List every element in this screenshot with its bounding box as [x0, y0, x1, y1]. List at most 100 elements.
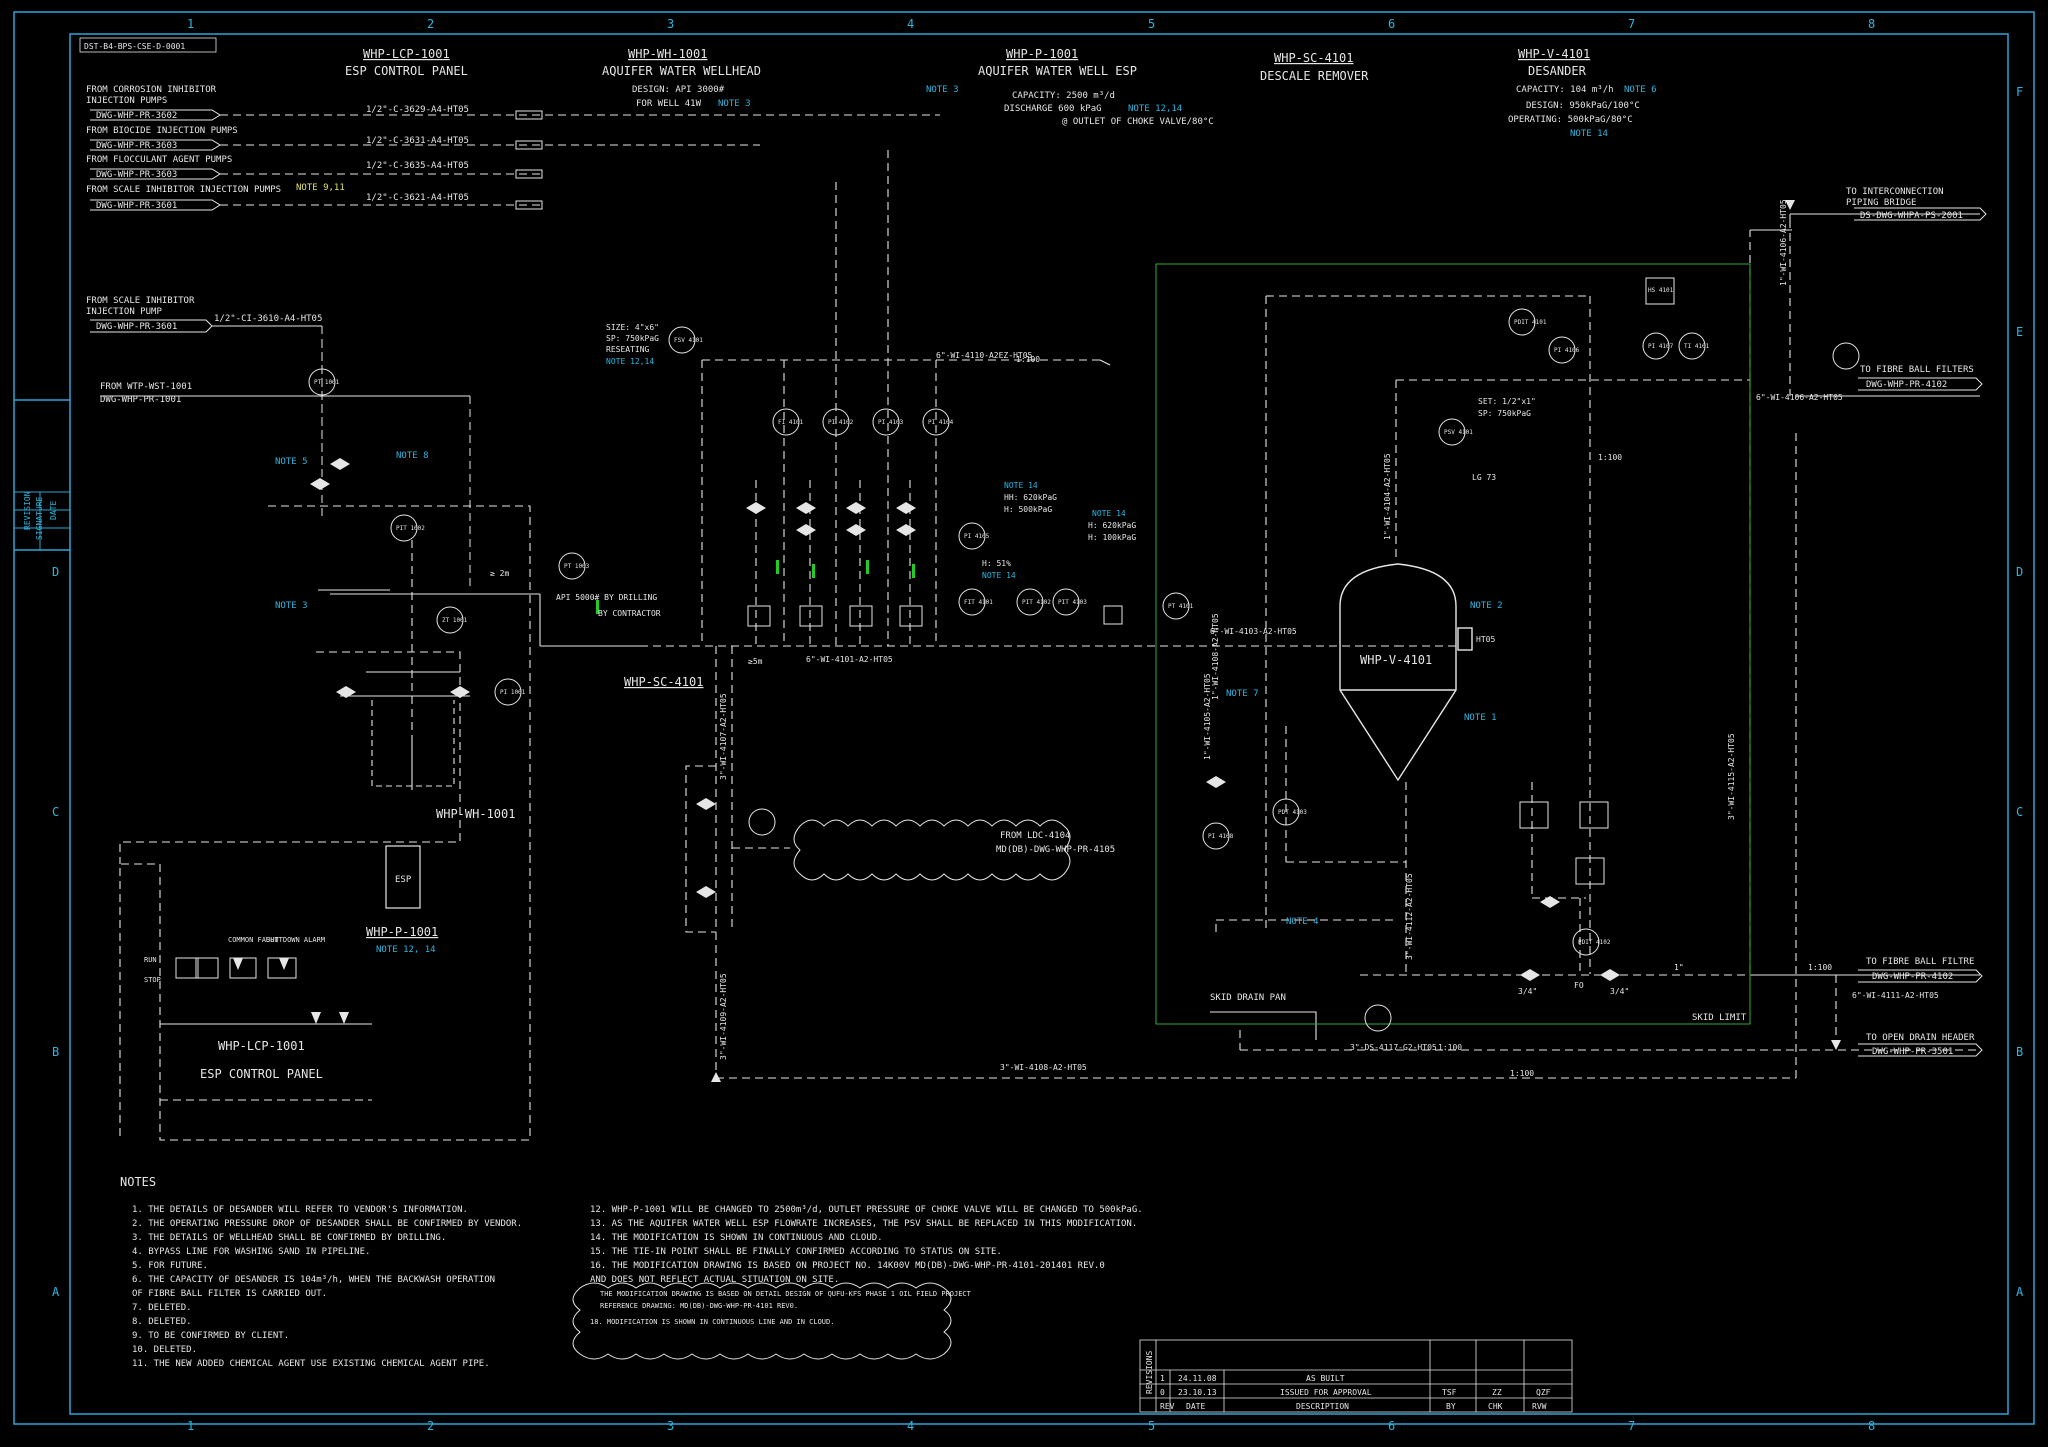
- rev0-chk: ZZ: [1492, 1388, 1502, 1397]
- rev0-desc: ISSUED FOR APPROVAL: [1280, 1388, 1372, 1397]
- notes-left: 1. THE DETAILS OF DESANDER WILL REFER TO…: [132, 1205, 522, 1369]
- rev0-date: 23.10.13: [1178, 1388, 1217, 1397]
- inst-pt-1001: PT 1001: [314, 379, 340, 386]
- green-indicators: [596, 560, 915, 614]
- header-esp-note3: NOTE 3: [926, 85, 959, 95]
- line-vert4: 3"-WI-4112-A2-HT05: [1405, 873, 1414, 960]
- rev1-date: 24.11.08: [1178, 1374, 1217, 1383]
- wellhead-tag: WHP-WH-1001: [436, 807, 515, 821]
- header-wh-title: AQUIFER WATER WELLHEAD: [602, 64, 761, 78]
- inst-hs-4101: HS 4101: [1648, 287, 1674, 294]
- line-vert1: 3"-WI-4109-A2-HT05: [719, 973, 728, 1060]
- note-right-16b: AND DOES NOT REFLECT ACTUAL SITUATION ON…: [590, 1275, 839, 1285]
- border-column-labels: 1 2 3 4 5 6 7 8 1 2 3 4 5 6 7 8: [187, 17, 1875, 1433]
- left-inlet-2-ref: DWG-WHP-PR-1001: [100, 395, 181, 405]
- header-wh-design: DESIGN: API 3000#: [632, 85, 725, 95]
- revision-table: [1139, 1339, 1573, 1413]
- outlet-1-ref: DS-DWG-WHPA-PS-2001: [1860, 211, 1963, 221]
- col-4-top: 4: [907, 17, 914, 31]
- header-v-title: DESANDER: [1528, 64, 1587, 78]
- note-left-7: 7. DELETED.: [132, 1303, 192, 1313]
- signal-arrows: [233, 200, 1841, 1082]
- panel-fault: COMMON FAULT: [228, 936, 279, 944]
- inlet-3-line: 1/2"-C-3635-A4-HT05: [366, 161, 469, 171]
- slope-2: 1:100: [1598, 453, 1622, 462]
- inst-pi-4104: PI 4104: [928, 419, 954, 426]
- outlet-1-label2: PIPING BRIDGE: [1846, 198, 1916, 208]
- inlet-1-label: FROM CORROSION INHIBITOR: [86, 85, 217, 95]
- drawing-border: [13, 11, 2035, 1425]
- inlet-2-label: FROM BIOCIDE INJECTION PUMPS: [86, 126, 238, 136]
- left-notes: NOTE 5 NOTE 8 NOTE 3: [275, 451, 429, 611]
- line-drain: 3"-WI-4108-A2-HT05: [1000, 1063, 1087, 1072]
- col-8-bottom: 8: [1868, 1419, 1875, 1433]
- inst-pt-4101: PT 4101: [1168, 603, 1194, 610]
- col-5-top: 5: [1148, 17, 1155, 31]
- left-inlets: FROM SCALE INHIBITOR INJECTION PUMP DWG-…: [86, 296, 322, 405]
- note-right-15: 15. THE TIE-IN POINT SHALL BE FINALLY CO…: [590, 1247, 1002, 1257]
- note-9-11: NOTE 9,11: [296, 183, 345, 193]
- header-wh-well: FOR WELL 41W: [636, 99, 702, 109]
- row-b-right: B: [2016, 1045, 2023, 1059]
- note-left-8: 8. DELETED.: [132, 1317, 192, 1327]
- inlet-1-label2: INJECTION PUMPS: [86, 96, 167, 106]
- notes-right: 12. WHP-P-1001 WILL BE CHANGED TO 2500m³…: [590, 1205, 1143, 1285]
- row-e-right: E: [2016, 325, 2023, 339]
- main-process-lines: [119, 150, 1980, 1141]
- line-numbers: 6"-WI-4101-A2-HT05 6"-WI-4103-A2-HT05 6"…: [719, 199, 1939, 1072]
- panel-stop: STOP: [144, 976, 161, 984]
- col-5-bottom: 5: [1148, 1419, 1155, 1433]
- outlet-3-label: TO FIBRE BALL FILTRE: [1866, 957, 1974, 967]
- left-note-3: NOTE 3: [275, 601, 308, 611]
- note14-b: NOTE 14: [982, 571, 1016, 580]
- note-4: NOTE 4: [1286, 917, 1319, 927]
- strip-signature: SIGNATURE: [35, 496, 44, 540]
- modification-cloud-ldc: [793, 819, 1071, 881]
- note-7: NOTE 7: [1226, 689, 1259, 699]
- inlet-2-ref: DWG-WHP-PR-3603: [96, 141, 177, 151]
- note-right-14: 14. THE MODIFICATION IS SHOWN IN CONTINU…: [590, 1233, 883, 1243]
- line-vert3: 1"-WI-4104-A2-HT05: [1383, 453, 1392, 540]
- esp-tag: WHP-P-1001: [366, 925, 438, 939]
- valve-symbols: [310, 458, 1620, 981]
- slope-3: 1:100: [1808, 963, 1832, 972]
- left-inlet-1-ref: DWG-WHP-PR-3601: [96, 322, 177, 332]
- note-2: NOTE 2: [1470, 601, 1503, 611]
- inlet-2-line: 1/2"-C-3631-A4-HT05: [366, 136, 469, 146]
- col-1-bottom: 1: [187, 1419, 194, 1433]
- note-left-6b: OF FIBRE BALL FILTER IS CARRIED OUT.: [132, 1289, 327, 1299]
- inlet-3-ref: DWG-WHP-PR-3603: [96, 170, 177, 180]
- slope-1: 1:100: [1016, 355, 1040, 364]
- esp-note: NOTE 12, 14: [376, 945, 436, 955]
- row-c-left: C: [52, 805, 59, 819]
- by-contractor: BY CONTRACTOR: [598, 609, 661, 618]
- note-left-5: 5. FOR FUTURE.: [132, 1261, 208, 1271]
- inst-pi-4108: PI 4108: [1208, 833, 1234, 840]
- header-esp-note12: NOTE 12,14: [1128, 104, 1182, 114]
- note-left-9: 9. TO BE CONFIRMED BY CLIENT.: [132, 1331, 289, 1341]
- pos-size: SIZE: 4"x6": [606, 323, 659, 332]
- header-v-capacity: CAPACITY: 104 m³/h: [1516, 85, 1614, 95]
- misc-labels: ≥ 2m ≥5m API 5000# BY DRILLING BY CONTRA…: [490, 323, 1832, 1078]
- cloud-note-2: REFERENCE DRAWING: MD(DB)-DWG-WHP-PR-410…: [600, 1302, 798, 1310]
- line-drain2: 3"-DS-4117-G2-HT05: [1350, 1043, 1437, 1052]
- line-vert5: 3"-WI-4115-A2-HT05: [1727, 733, 1736, 820]
- note-right-12: 12. WHP-P-1001 WILL BE CHANGED TO 2500m³…: [590, 1205, 1143, 1215]
- inst-pdit-4102: PDIT 4102: [1578, 939, 1611, 946]
- inst-pit-4103: PIT 4103: [1058, 599, 1087, 606]
- col-4-bottom: 4: [907, 1419, 914, 1433]
- inst-pt-1003: PT 1003: [564, 563, 590, 570]
- desander-ht05: HT05: [1476, 635, 1495, 644]
- col-7-top: 7: [1628, 17, 1635, 31]
- inst-zt-1001: ZT 1001: [442, 617, 468, 624]
- inst-pdit-4101: PDIT 4101: [1514, 319, 1547, 326]
- by-drilling: API 5000# BY DRILLING: [556, 593, 657, 602]
- inst-pi-4102: PI 4102: [828, 419, 854, 426]
- row-a-right: A: [2016, 1285, 2024, 1299]
- line-out2: 6"-WI-4111-A2-HT05: [1852, 991, 1939, 1000]
- row-f-right: F: [2016, 85, 2023, 99]
- skid-limit: SKID LIMIT: [1692, 1013, 1747, 1023]
- left-note-5: NOTE 5: [275, 457, 308, 467]
- skid-drain-pan: SKID DRAIN PAN: [1210, 993, 1286, 1003]
- note14-c: NOTE 14: [1092, 509, 1126, 518]
